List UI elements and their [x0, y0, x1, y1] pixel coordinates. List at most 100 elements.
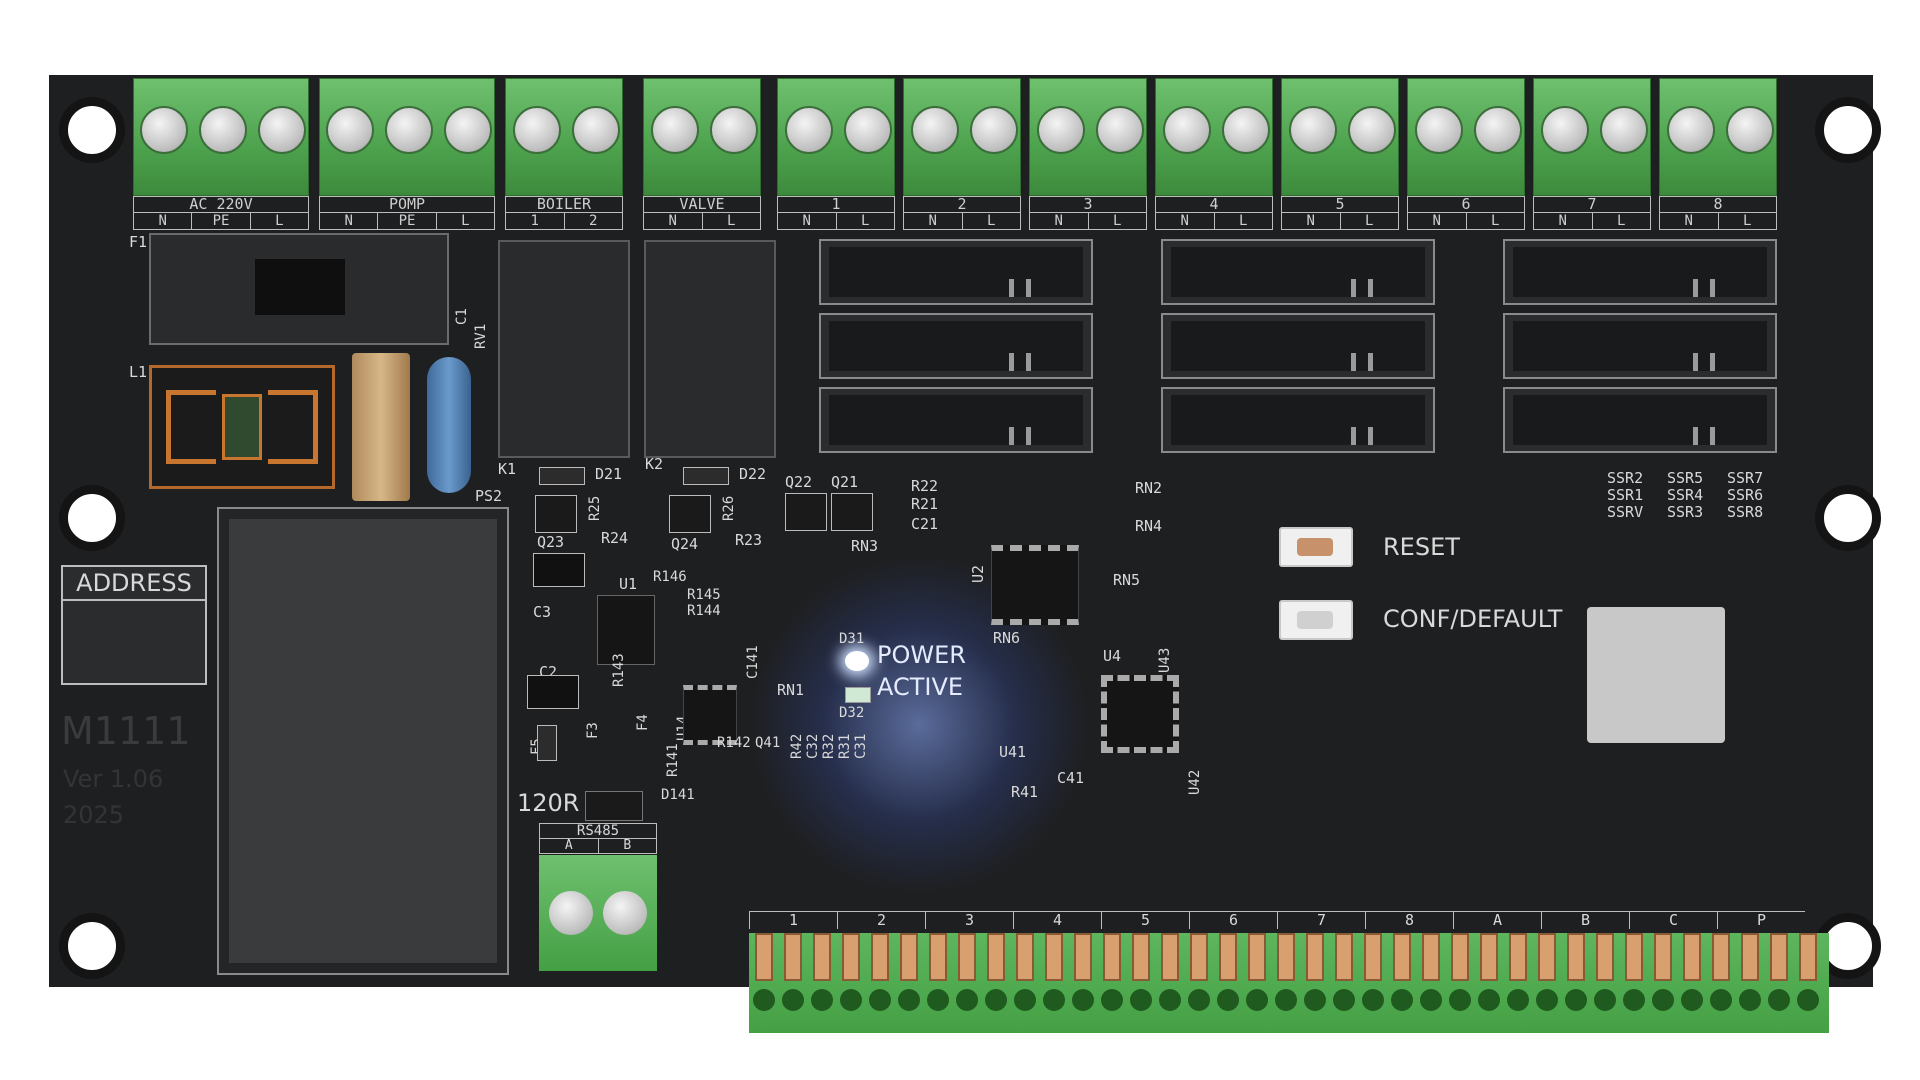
spring-lever[interactable]	[1509, 933, 1527, 981]
spring-lever[interactable]	[1683, 933, 1701, 981]
spring-lever[interactable]	[1016, 933, 1034, 981]
screw[interactable]	[784, 106, 833, 154]
spring-lever[interactable]	[958, 933, 976, 981]
power-led[interactable]	[845, 651, 869, 671]
termination-label: 120R	[517, 789, 580, 817]
spring-lever[interactable]	[900, 933, 918, 981]
spring-lever[interactable]	[1712, 933, 1730, 981]
screw[interactable]	[969, 106, 1018, 154]
c1-label: C1	[454, 308, 470, 325]
spring-lever[interactable]	[1219, 933, 1237, 981]
screw[interactable]	[1288, 106, 1337, 154]
spring-lever[interactable]	[1422, 933, 1440, 981]
r26-label: R26	[721, 495, 737, 521]
screw[interactable]	[1414, 106, 1463, 154]
wire-entry	[1652, 989, 1674, 1011]
screw[interactable]	[1095, 106, 1144, 154]
active-led[interactable]	[845, 687, 871, 703]
screw[interactable]	[443, 106, 492, 154]
terminal-label: 6	[1407, 196, 1525, 212]
spring-lever[interactable]	[1364, 933, 1382, 981]
screw[interactable]	[1036, 106, 1085, 154]
spring-lever[interactable]	[1132, 933, 1150, 981]
termination-jumper[interactable]	[585, 791, 643, 821]
screw[interactable]	[910, 106, 959, 154]
spring-lever[interactable]	[1799, 933, 1817, 981]
ssr-body	[829, 247, 1083, 297]
ssr-body	[1171, 321, 1425, 371]
screw[interactable]	[1473, 106, 1522, 154]
wire-entry	[1333, 989, 1355, 1011]
spring-lever[interactable]	[1190, 933, 1208, 981]
wire-entry	[1217, 989, 1239, 1011]
spring-lever[interactable]	[1567, 933, 1585, 981]
r21-label: R21	[911, 495, 939, 513]
r141-label: R141	[665, 743, 681, 777]
spring-lever[interactable]	[1451, 933, 1469, 981]
wire-entry	[1623, 989, 1645, 1011]
spring-lever[interactable]	[1074, 933, 1092, 981]
terminal-label: 5	[1281, 196, 1399, 212]
spring-lever[interactable]	[1103, 933, 1121, 981]
spring-lever[interactable]	[1335, 933, 1353, 981]
screw[interactable]	[571, 106, 620, 154]
screw[interactable]	[1540, 106, 1589, 154]
pin-label: L	[861, 213, 870, 229]
q41-label: Q41	[755, 735, 781, 751]
transistor-q21	[831, 493, 873, 531]
screw[interactable]	[1347, 106, 1396, 154]
screw[interactable]	[1162, 106, 1211, 154]
spring-lever[interactable]	[1248, 933, 1266, 981]
pin-label: N	[1660, 213, 1719, 229]
spring-lever[interactable]	[1770, 933, 1788, 981]
pin-label: L	[1113, 213, 1122, 229]
rs485-terminal: RS485 A B	[539, 823, 657, 971]
screw[interactable]	[1725, 106, 1774, 154]
screw[interactable]	[326, 106, 375, 154]
spring-lever[interactable]	[755, 933, 773, 981]
screw[interactable]	[843, 106, 892, 154]
spring-lever[interactable]	[1538, 933, 1556, 981]
spring-lever[interactable]	[929, 933, 947, 981]
screw[interactable]	[650, 106, 699, 154]
screw[interactable]	[709, 106, 758, 154]
spring-lever[interactable]	[987, 933, 1005, 981]
spring-lever[interactable]	[1625, 933, 1643, 981]
spring-lever[interactable]	[1277, 933, 1295, 981]
screw[interactable]	[385, 106, 433, 154]
screw[interactable]	[257, 106, 306, 154]
spring-lever[interactable]	[1741, 933, 1759, 981]
reset-label: RESET	[1383, 533, 1460, 561]
spring-lever[interactable]	[1045, 933, 1063, 981]
capacitor-c3	[533, 553, 585, 587]
screw[interactable]	[1666, 106, 1715, 154]
reset-button[interactable]	[1279, 527, 1353, 567]
wire-entry	[1681, 989, 1703, 1011]
spring-lever[interactable]	[871, 933, 889, 981]
rv1-label: RV1	[473, 323, 489, 349]
screw[interactable]	[1221, 106, 1270, 154]
screw[interactable]	[140, 106, 189, 154]
terminal-label: 7	[1533, 196, 1651, 212]
spring-lever[interactable]	[842, 933, 860, 981]
spring-lever[interactable]	[1306, 933, 1324, 981]
conf-default-button[interactable]	[1279, 600, 1353, 640]
screw[interactable]	[199, 106, 247, 154]
spring-lever[interactable]	[784, 933, 802, 981]
label-pad	[1587, 607, 1725, 743]
spring-lever[interactable]	[1480, 933, 1498, 981]
spring-lever[interactable]	[1393, 933, 1411, 981]
spring-lever[interactable]	[1654, 933, 1672, 981]
spring-lever[interactable]	[813, 933, 831, 981]
wire-entry	[1130, 989, 1152, 1011]
screw[interactable]	[512, 106, 561, 154]
d31-label: D31	[839, 631, 865, 647]
screw[interactable]	[1599, 106, 1648, 154]
pin-label: L	[1743, 213, 1752, 229]
spring-lever[interactable]	[1596, 933, 1614, 981]
spring-lever[interactable]	[1161, 933, 1179, 981]
